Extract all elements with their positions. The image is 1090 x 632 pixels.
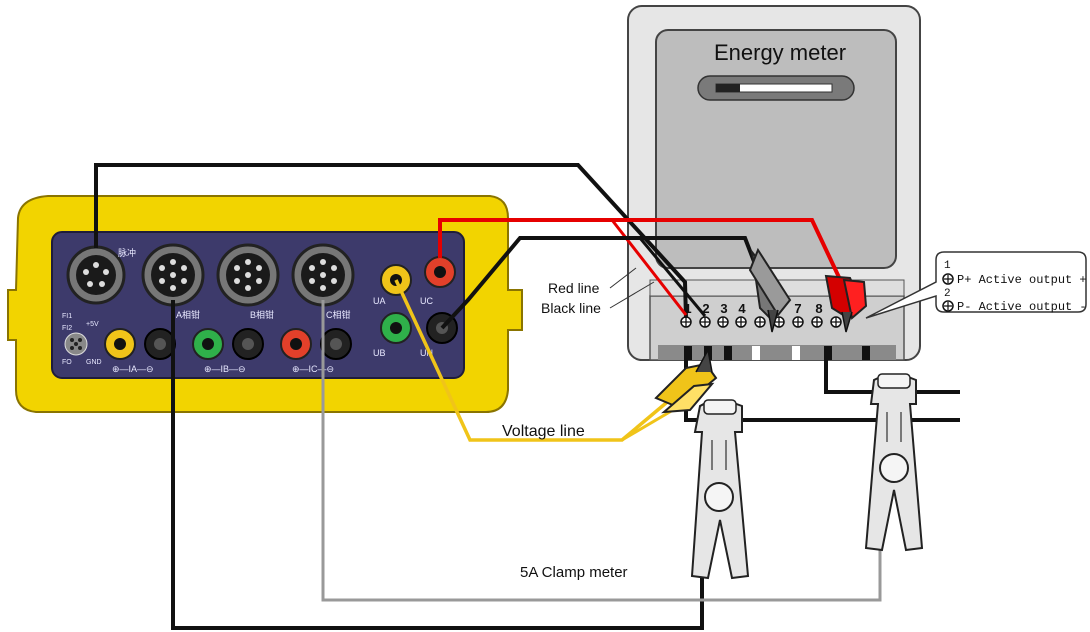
output-2-text: P- Active output - [957,300,1087,314]
jack-ub [380,312,412,344]
gnd-label: GND [86,359,102,366]
red-wire [438,218,847,291]
test-device [7,195,523,413]
ib-label: ⊕—IB—⊖ [204,364,246,374]
black-line-label: Black line [541,300,601,316]
voltage-line-label: Voltage line [502,423,585,440]
jack-ic-plus [280,328,312,360]
connector-c-clamp [291,243,355,307]
voltage-line-wire [394,279,674,442]
clamp-a-label: A相钳 [176,309,200,320]
un-label: UN [420,348,433,358]
terminal-number: 2 [702,301,709,316]
fi2-label: FI2 [62,325,72,332]
connector-b-clamp [216,243,280,307]
jack-uc [424,256,456,288]
ic-label: ⊕—IC—⊖ [292,364,334,374]
output-1-number: 1 [944,260,951,272]
jack-ia-minus [144,328,176,360]
connector-a-clamp [141,243,205,307]
ub-label: UB [373,348,386,358]
terminal-number: 8 [815,301,822,316]
clamp-meter-2 [864,373,924,552]
meter-title: Energy meter [714,40,846,65]
fi1-label: FI1 [62,313,72,320]
terminal-number: 7 [794,301,801,316]
energy-meter: Energy meter [627,5,921,361]
ua-label: UA [373,296,386,306]
grey-alligator-clip [748,247,792,333]
terminal-number: 1 [684,301,691,316]
terminal-number: 4 [738,301,746,316]
fo-label: FO [62,359,72,366]
clamp-meter-label: 5A Clamp meter [520,564,628,581]
plus5v-label: +5V [86,321,99,328]
connector-pulse [66,245,126,305]
clamp-c-label: C相钳 [326,309,351,320]
red-line-label: Red line [548,280,600,296]
output-2-number: 2 [944,288,951,300]
uc-label: UC [420,296,433,306]
ia-label: ⊕—IA—⊖ [112,364,154,374]
pulse-label: 脉冲 [118,247,136,258]
yellow-alligator-clip [654,347,718,414]
red-alligator-clip [824,274,868,333]
ic-grey-wire [321,300,882,602]
ia-black-wire [171,300,704,630]
output-callout: 1 P+ Active output + 2 P- Active output … [865,251,1087,319]
jack-ic-minus [320,328,352,360]
clamp-b-label: B相钳 [250,309,274,320]
terminal-number: 3 [720,301,727,316]
jack-ia-plus [104,328,136,360]
output-1-text: P+ Active output + [957,273,1087,287]
terminal-row: 1 2 3 4 7 8 [680,301,842,328]
jack-ib-minus [232,328,264,360]
jack-ib-plus [192,328,224,360]
pulse-port [64,332,88,356]
clamp-meter-1 [690,399,750,580]
